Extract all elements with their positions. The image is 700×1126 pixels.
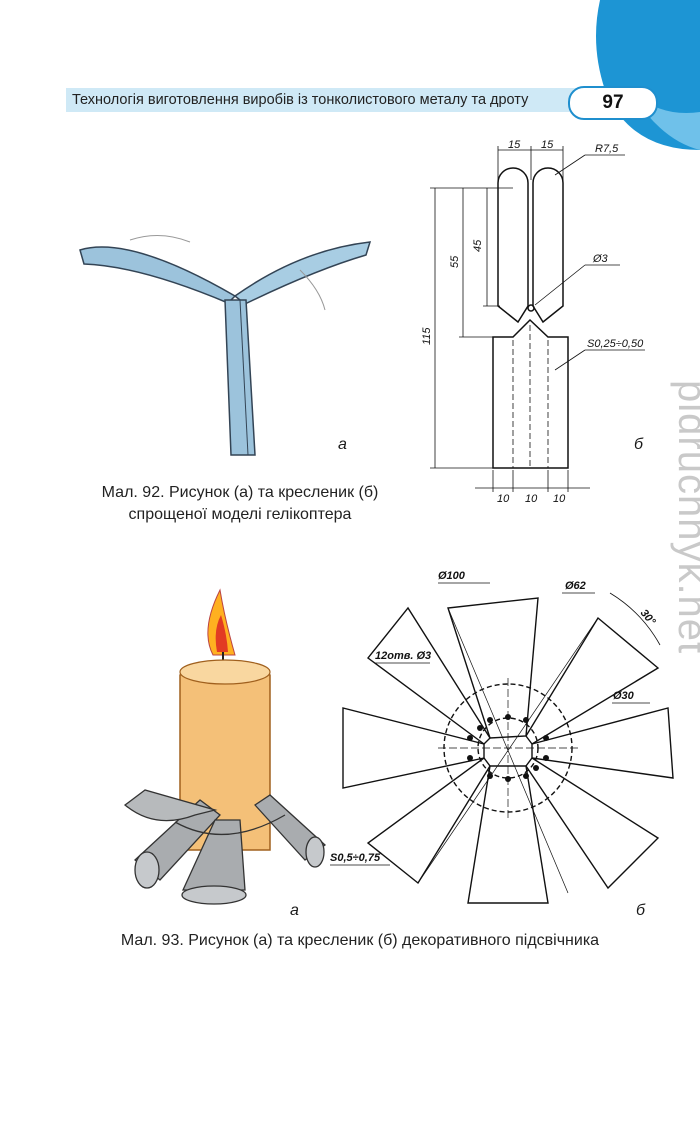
figure92-caption-line2: спрощеної моделі гелікоптера [128,506,352,523]
helicopter-drawing: 15 15 R7,5 Ø3 S0,25÷0,50 45 55 115 10 10… [421,140,645,505]
dim-h115: 115 [421,327,433,345]
figure92-label-a: а [338,436,347,453]
side-watermark: pidruchnyk.net [670,380,700,654]
dim-d100: Ø100 [438,570,466,582]
figure92-label-b: б [634,436,643,453]
dim-bottom-3: 10 [553,493,566,505]
dim-h45: 45 [472,239,484,252]
dim-holes: 12отв. Ø3 [375,650,431,662]
page-number: 97 [568,86,658,120]
corner-decoration [596,0,700,150]
dim-thickness: S0,25÷0,50 [587,338,644,350]
page-header-title: Технологія виготовлення виробів із тонко… [72,92,529,108]
candle-holder-drawing: Ø100 Ø62 30° 12отв. Ø3 Ø30 S0,5÷0,75 [330,570,674,904]
dim-d62: Ø62 [565,580,586,592]
figure93-caption: Мал. 93. Рисунок (а) та кресленик (б) де… [120,932,600,949]
helicopter-illustration [79,235,372,456]
figure93-label-a: а [290,902,299,919]
dim-top-left: 15 [508,140,521,151]
dim-radius: R7,5 [595,143,619,155]
dim-bottom-1: 10 [497,493,510,505]
dim-top-right: 15 [541,140,554,151]
candle-holder-illustration [123,588,327,905]
dim-bottom-2: 10 [525,493,538,505]
dim-hole: Ø3 [592,253,609,265]
figure93-label-b: б [636,902,645,919]
figure92-caption-line1: Мал. 92. Рисунок (а) та кресленик (б) [101,484,379,501]
dim-h55: 55 [449,255,461,268]
dim-d30: Ø30 [613,690,635,702]
header-bar [66,88,586,112]
dim-angle: 30° [638,607,658,628]
dim-thickness-candle: S0,5÷0,75 [330,852,381,864]
